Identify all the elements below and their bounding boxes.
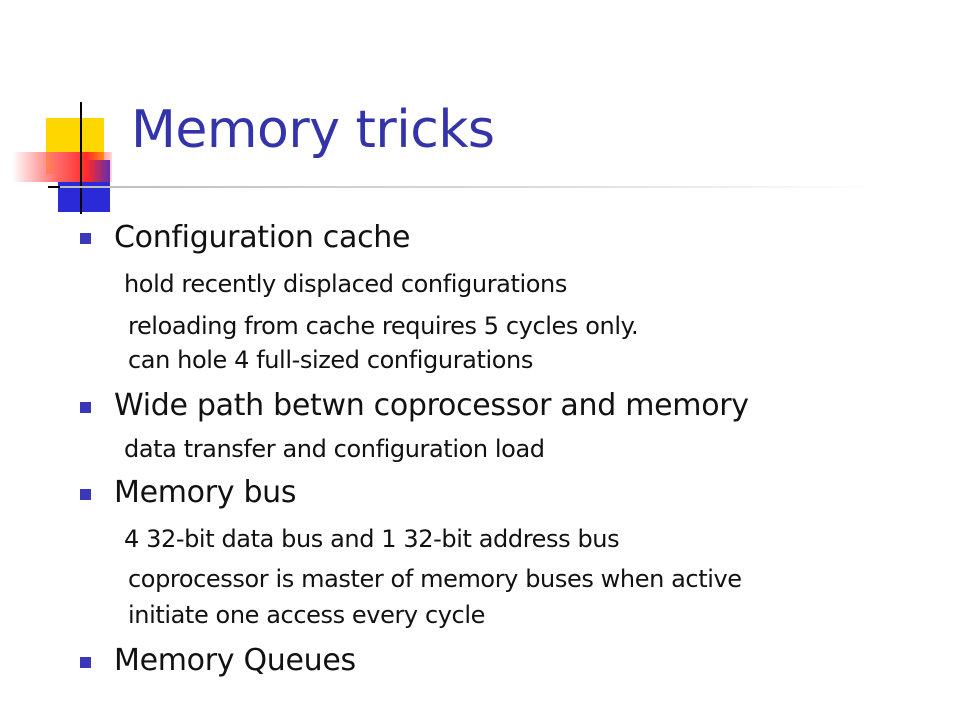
sub-item: coprocessor is master of memory buses wh… <box>128 565 742 593</box>
bullet-marker <box>80 489 91 500</box>
bullet-item: Configuration cache <box>114 220 411 255</box>
sub-item: data transfer and configuration load <box>124 435 545 463</box>
sub-item: 4 32-bit data bus and 1 32-bit address b… <box>124 525 620 553</box>
bullet-marker <box>80 402 91 413</box>
title-underline <box>60 186 880 188</box>
red-gradient-bar-decoration <box>12 152 112 182</box>
bullet-item: Memory Queues <box>114 643 356 678</box>
sub-item: can hole 4 full-sized configurations <box>128 346 533 374</box>
vertical-line-decoration <box>80 102 82 214</box>
slide-title: Memory tricks <box>131 100 495 160</box>
sub-item: hold recently displaced configurations <box>124 270 567 298</box>
bullet-item: Wide path betwn coprocessor and memory <box>114 388 749 423</box>
sub-item: initiate one access every cycle <box>128 601 485 629</box>
bullet-marker <box>80 657 91 668</box>
bullet-marker <box>80 233 91 244</box>
bullet-item: Memory bus <box>114 475 297 510</box>
sub-item: reloading from cache requires 5 cycles o… <box>128 312 639 340</box>
